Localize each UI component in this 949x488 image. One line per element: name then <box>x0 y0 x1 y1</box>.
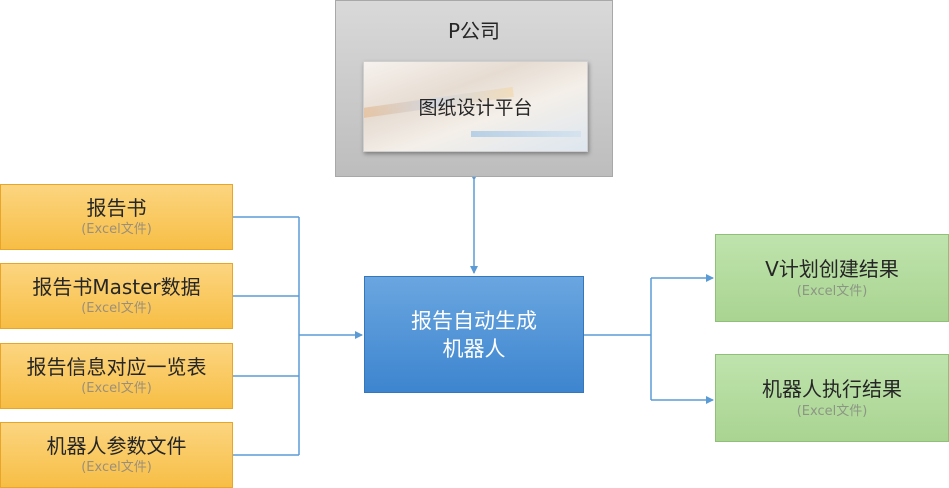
input-subtitle: (Excel文件) <box>81 460 152 475</box>
output-box-robot-result: 机器人执行结果 (Excel文件) <box>715 354 949 442</box>
output-title: 机器人执行结果 <box>762 377 902 401</box>
robot-title-line1: 报告自动生成 <box>411 308 537 333</box>
output-subtitle: (Excel文件) <box>796 404 868 419</box>
input-subtitle: (Excel文件) <box>81 301 152 316</box>
input-title: 报告书Master数据 <box>32 275 201 299</box>
platform-decoration-2 <box>471 131 581 137</box>
platform-label: 图纸设计平台 <box>418 97 533 119</box>
input-title: 报告书 <box>86 196 147 220</box>
input-box-robot-params: 机器人参数文件 (Excel文件) <box>0 422 233 488</box>
company-title: P公司 <box>447 19 501 43</box>
company-box: P公司 图纸设计平台 <box>335 0 613 177</box>
input-subtitle: (Excel文件) <box>81 222 152 237</box>
input-box-master-data: 报告书Master数据 (Excel文件) <box>0 263 233 329</box>
input-subtitle: (Excel文件) <box>81 381 152 396</box>
platform-card: 图纸设计平台 <box>363 61 588 152</box>
robot-box: 报告自动生成 机器人 <box>364 276 584 393</box>
output-subtitle: (Excel文件) <box>796 284 868 299</box>
input-title: 机器人参数文件 <box>46 434 187 458</box>
robot-title-line2: 机器人 <box>442 336 506 361</box>
output-box-v-plan: V计划创建结果 (Excel文件) <box>715 234 949 322</box>
output-title: V计划创建结果 <box>765 257 899 281</box>
input-box-report: 报告书 (Excel文件) <box>0 184 233 250</box>
input-box-mapping-table: 报告信息对应一览表 (Excel文件) <box>0 343 233 409</box>
input-title: 报告信息对应一览表 <box>26 355 207 379</box>
